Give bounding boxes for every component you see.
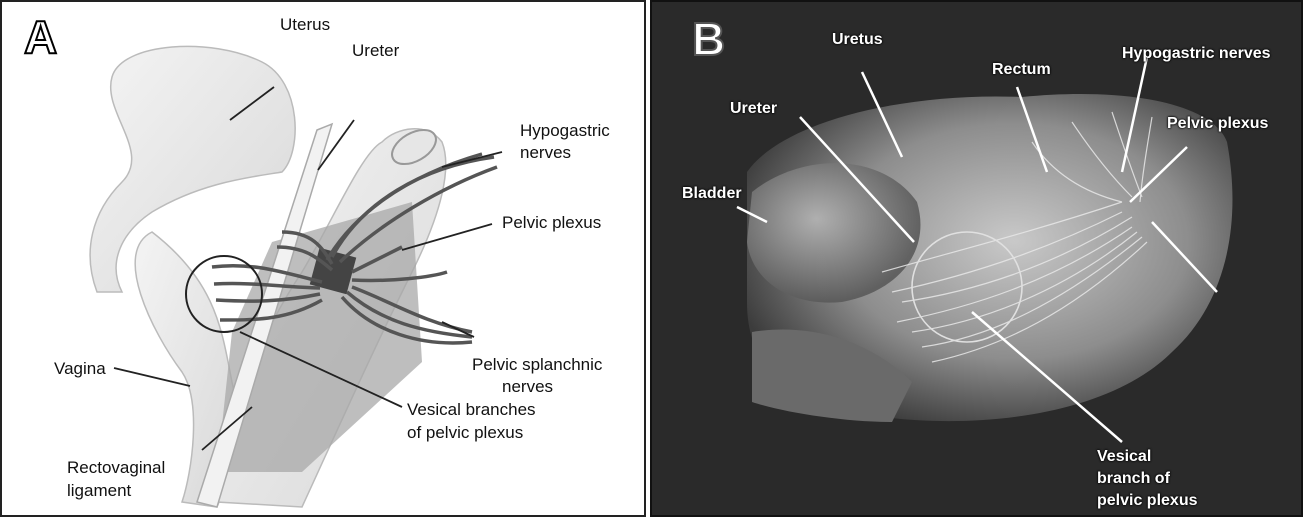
label-bladder: Bladder — [682, 184, 742, 204]
label-uterus: Uterus — [280, 14, 330, 35]
label-vesical-b-line3: pelvic plexus — [1097, 491, 1198, 511]
label-pelvic-plexus-b: Pelvic plexus — [1167, 114, 1268, 134]
label-vesical-b-line1: Vesical — [1097, 447, 1151, 467]
panel-b-letter: B — [692, 16, 725, 62]
label-vesical-b-line2: branch of — [1097, 469, 1170, 489]
label-vagina: Vagina — [54, 358, 106, 379]
panel-a-letter: A — [24, 14, 57, 60]
uterus-shape — [90, 46, 295, 292]
label-rectovaginal-line1: Rectovaginal — [67, 457, 165, 478]
label-hypogastric-line1: Hypogastric — [520, 120, 610, 141]
panel-b-illustration — [652, 2, 1303, 517]
panel-a-diagram: A Uterus Ureter Hypogastric nerves Pelvi… — [0, 0, 646, 517]
label-pelvic-splanchnic-line1: Pelvic splanchnic — [472, 354, 602, 375]
label-hypogastric-line2: nerves — [520, 142, 571, 163]
label-pelvic-plexus: Pelvic plexus — [502, 212, 601, 233]
panel-b-photo: B Uretus Rectum Hypogastric nerves Urete… — [650, 0, 1303, 517]
label-rectovaginal-line2: ligament — [67, 480, 131, 501]
label-ureter: Ureter — [352, 40, 399, 61]
label-rectum: Rectum — [992, 60, 1051, 80]
label-ureter-b: Ureter — [730, 99, 777, 119]
label-hypogastric-nerves: Hypogastric nerves — [1122, 44, 1271, 64]
label-vesical-line2: of pelvic plexus — [407, 422, 523, 443]
panel-a-illustration — [2, 2, 648, 519]
rectovaginal-ligament-shape — [217, 202, 422, 472]
label-uretus: Uretus — [832, 30, 883, 50]
label-pelvic-splanchnic-line2: nerves — [502, 376, 553, 397]
label-vesical-line1: Vesical branches — [407, 399, 536, 420]
